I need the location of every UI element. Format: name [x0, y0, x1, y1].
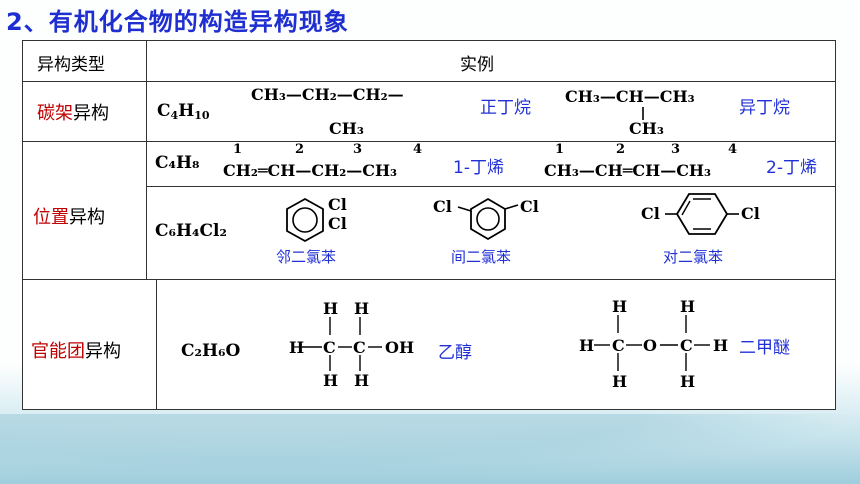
table-divider [23, 279, 835, 280]
table-divider [23, 141, 835, 142]
type-position: 位置异构 [33, 207, 105, 228]
carbon-number: 1 [233, 142, 243, 157]
ortho-name: 邻二氯苯 [276, 248, 337, 266]
ethanol-c: C [353, 338, 366, 357]
ether-c: C [612, 336, 625, 355]
n-butane-chain: CH₃—CH₂—CH₂— [251, 85, 404, 104]
carbon-number: 3 [671, 142, 681, 157]
ortho-dichlorobenzene-ring [286, 197, 324, 243]
carbon-number: 4 [728, 142, 738, 157]
dimethyl-ether-structure [594, 315, 710, 371]
ether-h: H [579, 336, 595, 355]
ethanol-h: H [289, 338, 305, 357]
ortho-cl-2: Cl [328, 214, 347, 233]
ethanol-structure [302, 317, 382, 371]
page-title: 2、有机化合物的构造异构现象 [6, 8, 349, 36]
para-dichlorobenzene-ring [665, 193, 739, 235]
n-butane-name: 正丁烷 [480, 98, 531, 118]
para-name: 对二氯苯 [663, 248, 724, 266]
header-type: 异构类型 [37, 55, 105, 75]
formula-c6h4cl2: C₆H₄Cl₂ [155, 221, 227, 241]
1-butene-chain: CH₂═CH—CH₂—CH₃ [223, 161, 398, 180]
type-functional-group: 官能团异构 [31, 341, 121, 362]
carbon-number: 2 [295, 142, 305, 157]
meta-dichlorobenzene-ring [457, 197, 519, 241]
formula-c4h8: C₄H₈ [155, 153, 200, 173]
ethanol-oh: OH [385, 338, 415, 357]
ether-h: H [612, 372, 628, 391]
1-butene-name: 1-丁烯 [453, 158, 504, 178]
ether-name: 二甲醚 [739, 338, 790, 358]
ethanol-name: 乙醇 [438, 343, 472, 363]
ethanol-h: H [354, 371, 370, 390]
n-butane-ch3: CH₃ [329, 119, 364, 138]
isobutane-ch3: CH₃ [629, 119, 664, 138]
ether-o: O [643, 336, 657, 355]
formula-c2h6o: C₂H₆O [181, 341, 241, 361]
header-example: 实例 [460, 55, 494, 75]
ether-h: H [680, 297, 696, 316]
carbon-number: 4 [413, 142, 423, 157]
para-cl-2: Cl [741, 204, 760, 223]
table-divider [23, 81, 835, 82]
ether-h: H [713, 336, 729, 355]
table-divider [146, 41, 147, 279]
ethanol-h: H [323, 371, 339, 390]
table-divider [156, 279, 157, 409]
2-butene-chain: CH₃—CH═CH—CH₃ [544, 161, 712, 180]
ether-h: H [612, 297, 628, 316]
ethanol-h: H [323, 299, 339, 318]
table-divider [146, 186, 835, 187]
carbon-number: 1 [555, 142, 565, 157]
ether-c: C [680, 336, 693, 355]
type-carbon-skeleton: 碳架异构 [37, 103, 109, 124]
background-wave-shadow [0, 414, 860, 484]
meta-cl-1: Cl [433, 197, 452, 216]
meta-cl-2: Cl [520, 197, 539, 216]
isobutane-bond [642, 107, 644, 120]
ethanol-c: C [323, 338, 336, 357]
formula-c4h10: C4H10 [157, 101, 210, 122]
isobutane-chain: CH₃—CH—CH₃ [565, 87, 695, 106]
ether-h: H [680, 372, 696, 391]
isobutane-name: 异丁烷 [739, 98, 790, 118]
2-butene-name: 2-丁烯 [766, 158, 817, 178]
carbon-number: 2 [616, 142, 626, 157]
para-cl-1: Cl [641, 204, 660, 223]
meta-name: 间二氯苯 [451, 248, 512, 266]
carbon-number: 3 [353, 142, 363, 157]
isomer-table: 异构类型 实例 碳架异构 C4H10 CH₃—CH₂—CH₂— CH₃ 正丁烷 … [22, 40, 836, 410]
ethanol-h: H [354, 299, 370, 318]
ortho-cl-1: Cl [328, 195, 347, 214]
